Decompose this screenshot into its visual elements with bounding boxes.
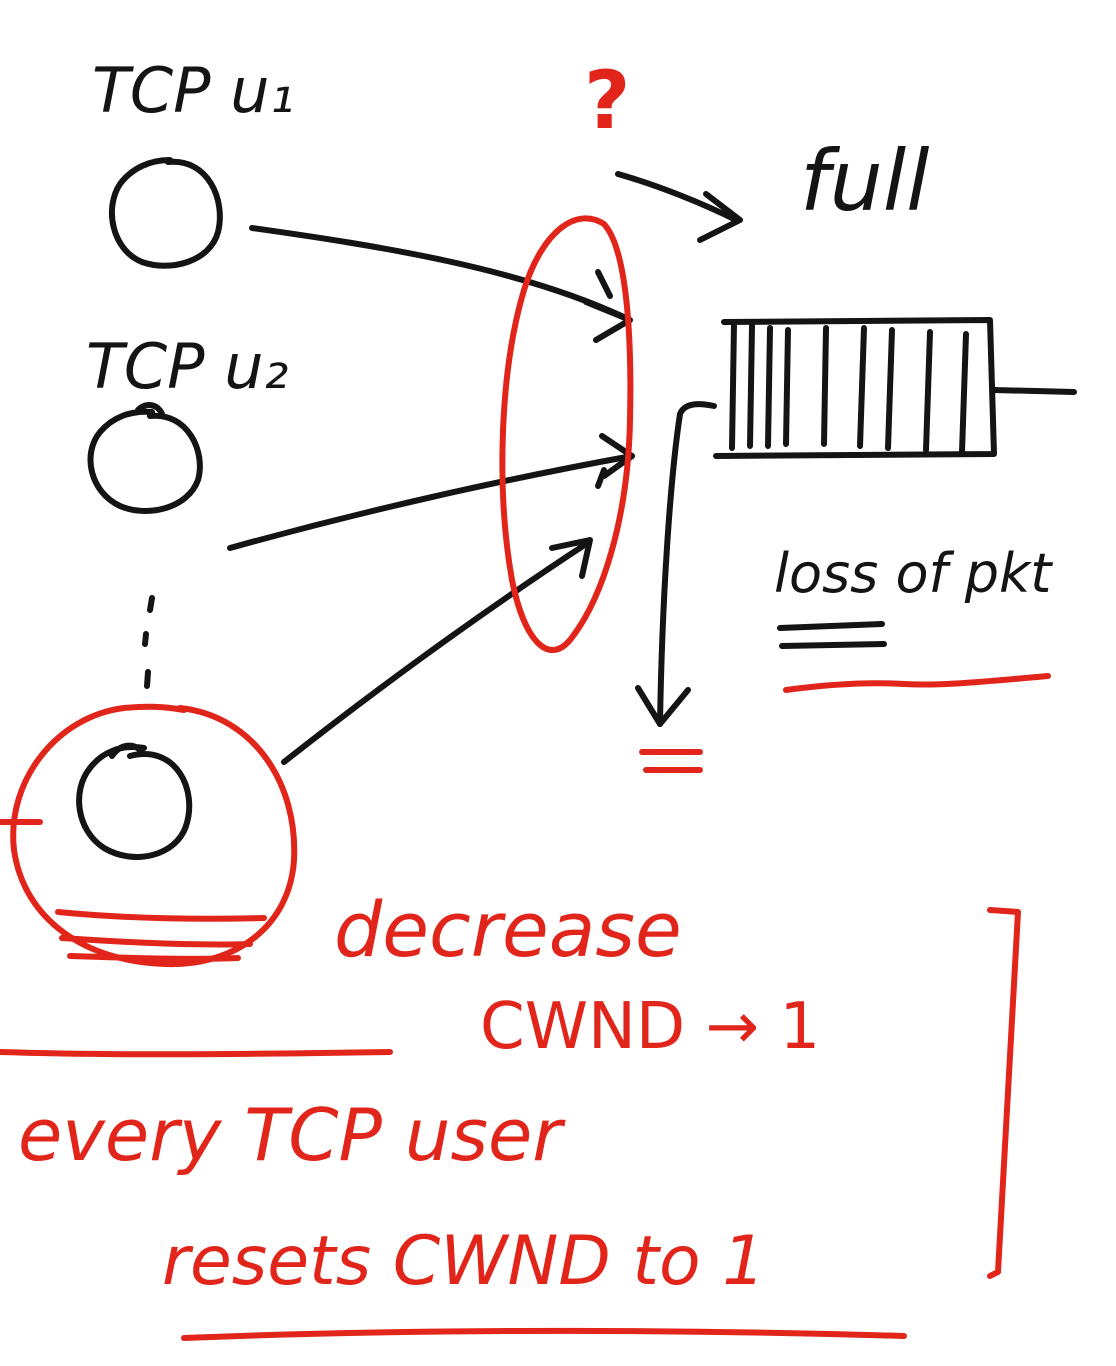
selected-user-ellipse [0, 703, 298, 968]
label-resets-cwnd: resets CWND to 1 [162, 1222, 765, 1301]
tcp-user-n-node [76, 742, 193, 860]
label-decrease: decrease [334, 885, 682, 974]
label-every-tcp-user: every TCP user [18, 1093, 566, 1177]
final-underline [181, 1327, 907, 1341]
drop-underline [639, 749, 703, 773]
arrow-usern-to-router [281, 537, 593, 765]
bottleneck-ellipse [499, 215, 634, 654]
question-mark: ? [584, 54, 630, 147]
queue-buffer [713, 317, 1077, 459]
label-user1: TCP u₁ [92, 54, 294, 127]
label-user2: TCP u₂ [86, 330, 288, 403]
drop-arrow [635, 401, 717, 727]
tcp-user-1-node [108, 157, 223, 269]
label-cwnd-to-1: CWND → 1 [480, 990, 820, 1064]
tcp-user-2-node [87, 402, 203, 514]
label-full: full [800, 132, 930, 230]
arrow-user1-to-router [249, 225, 633, 343]
bracket [987, 907, 1021, 1279]
ellipsis-dots [142, 595, 155, 689]
arrow-user2-to-router [227, 433, 635, 551]
loss-underlines [777, 621, 1051, 693]
separator-line [0, 1049, 393, 1058]
label-loss-of-pkt: loss of pkt [774, 542, 1053, 605]
arrow-to-full [615, 171, 743, 243]
